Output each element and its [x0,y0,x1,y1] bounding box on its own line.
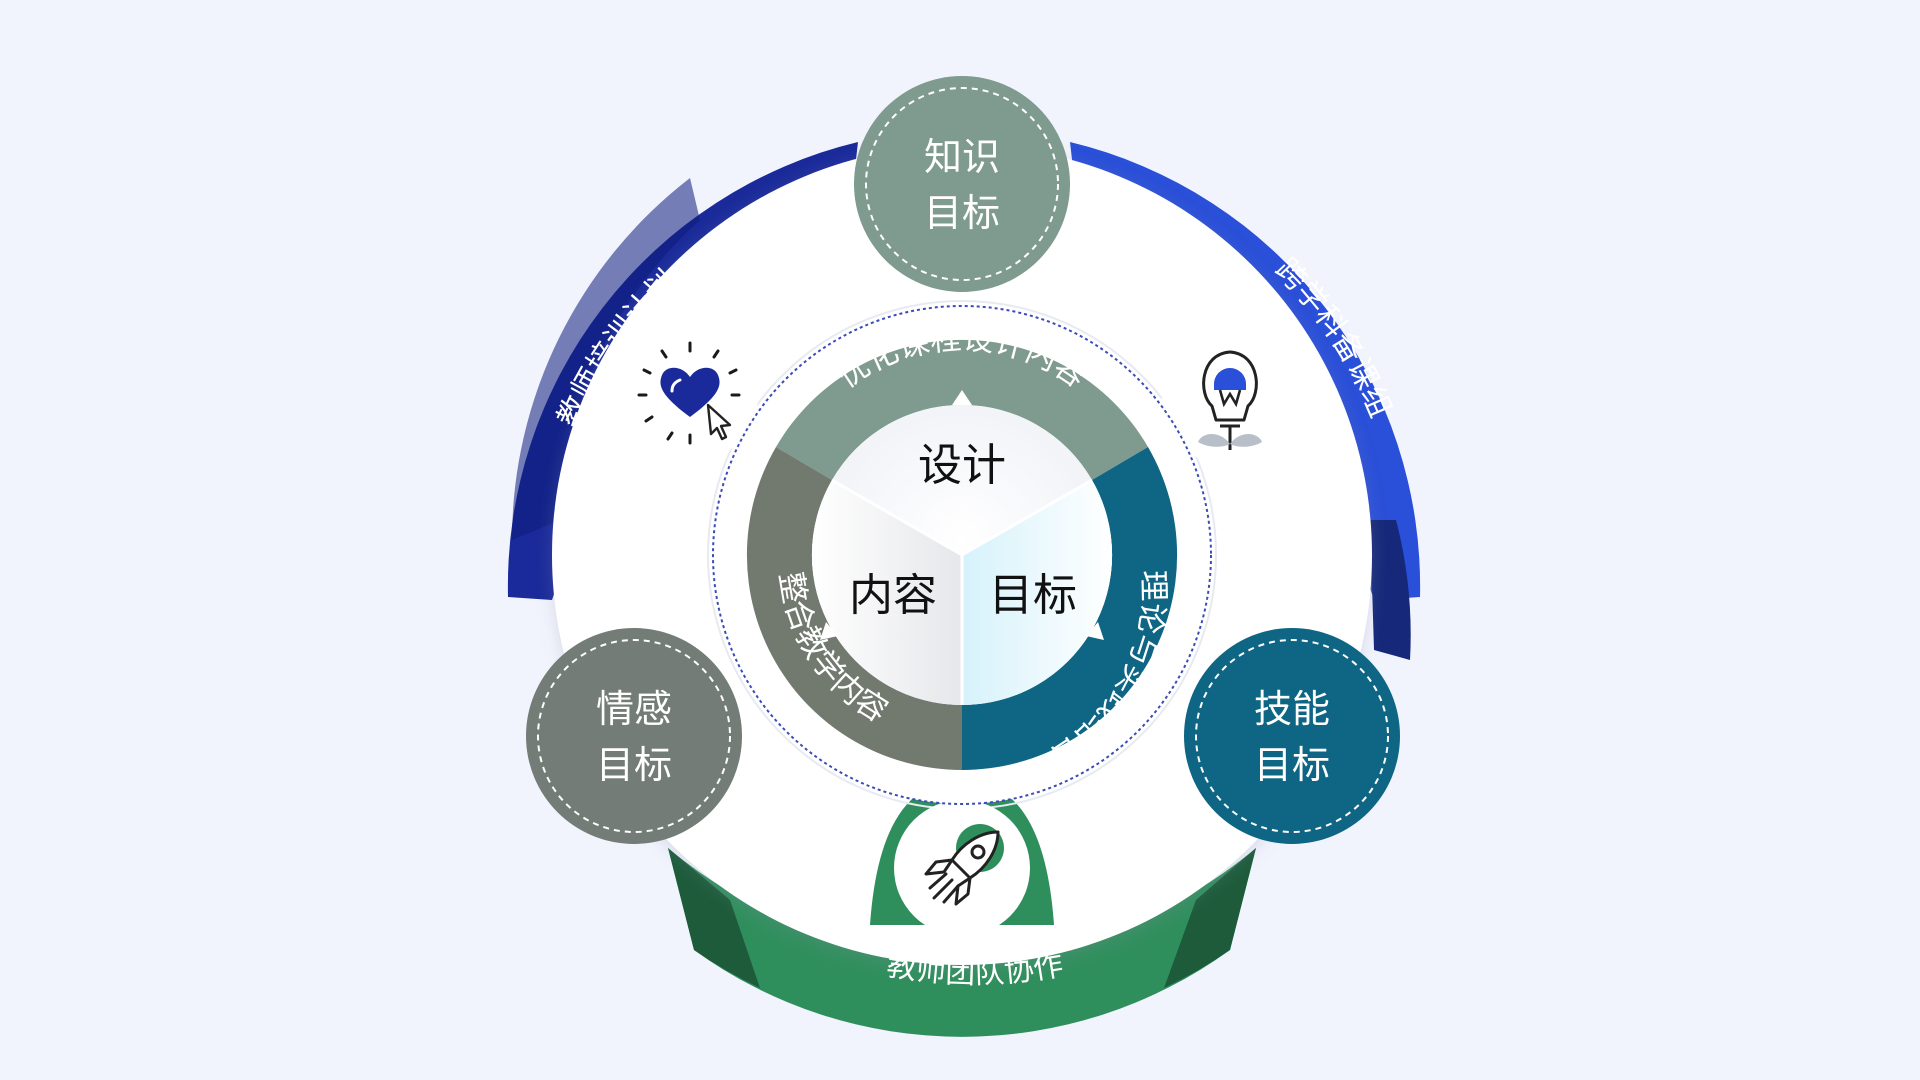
band-bottom [668,848,1256,1037]
sector-content [811,480,962,706]
center-label-design: 设计 [918,440,1006,491]
band-bottom-edge-right [1164,848,1256,988]
center-label-goal: 目标 [989,570,1077,621]
rocket-icon [924,824,1004,906]
icon-circle-left [622,327,758,463]
pointer-right [1086,622,1104,640]
pointer-left [820,622,838,640]
ring-segment-top [776,339,1148,480]
goal-skill-line2: 目标 [1254,743,1330,787]
band-right-edge [1370,520,1411,660]
goal-knowledge: 知识 目标 [854,76,1070,292]
center-label-content: 内容 [849,570,937,621]
ring-segment-right [962,447,1178,770]
band-left-edge [512,178,700,540]
icon-circle-bottom [894,800,1030,936]
goal-emotion: 情感 目标 [526,628,742,844]
goal-emotion-line1: 情感 [596,687,672,731]
band-bottom-edge [668,848,760,988]
goal-emotion-line2: 目标 [596,743,672,787]
goal-skill-line1: 技能 [1254,687,1330,731]
goal-knowledge-line2: 目标 [924,191,1000,235]
pointer-top [952,390,972,405]
lightbulb-plant-icon [1198,350,1262,450]
goal-skill: 技能 目标 [1184,628,1400,844]
goal-knowledge-line1: 知识 [924,135,1000,179]
sector-goal [962,480,1113,706]
ring-segment-left [746,447,962,770]
sector-dividers [831,478,1093,705]
heart-click-icon [637,341,741,445]
icon-circle-right [1162,330,1298,466]
